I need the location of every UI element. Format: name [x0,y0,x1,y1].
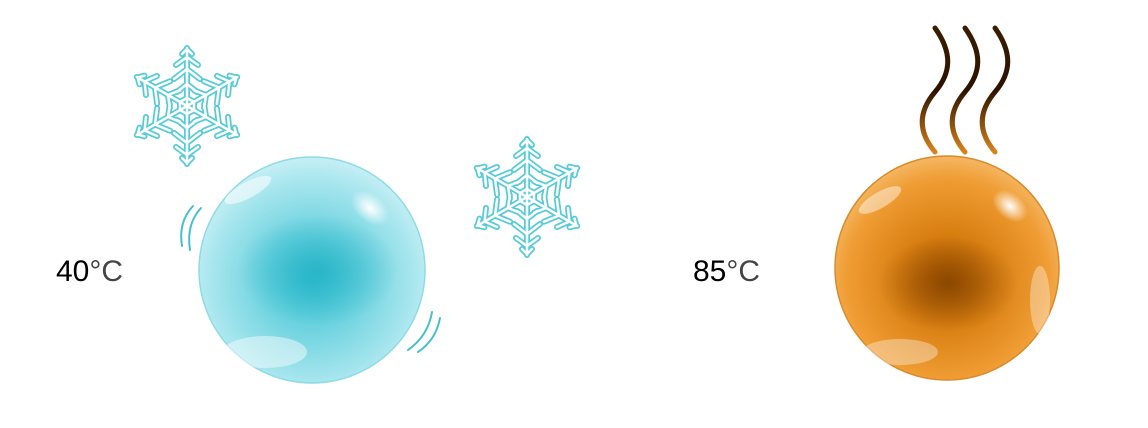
cold-temperature-value: 40 [56,255,90,288]
hot-sphere [834,155,1060,381]
snowflake-icon [130,48,243,164]
cold-sphere [198,156,426,384]
hot-temperature-label: 85°C [693,257,760,287]
cold-temperature-unit: °C [89,255,124,288]
snowflake-icon [470,139,583,255]
hot-temperature-unit: °C [726,255,761,288]
cold-temperature-label: 40°C [56,257,123,287]
motion-lines-icon [180,205,441,353]
hot-temperature-value: 85 [693,255,727,288]
steam-icon [919,25,1011,155]
